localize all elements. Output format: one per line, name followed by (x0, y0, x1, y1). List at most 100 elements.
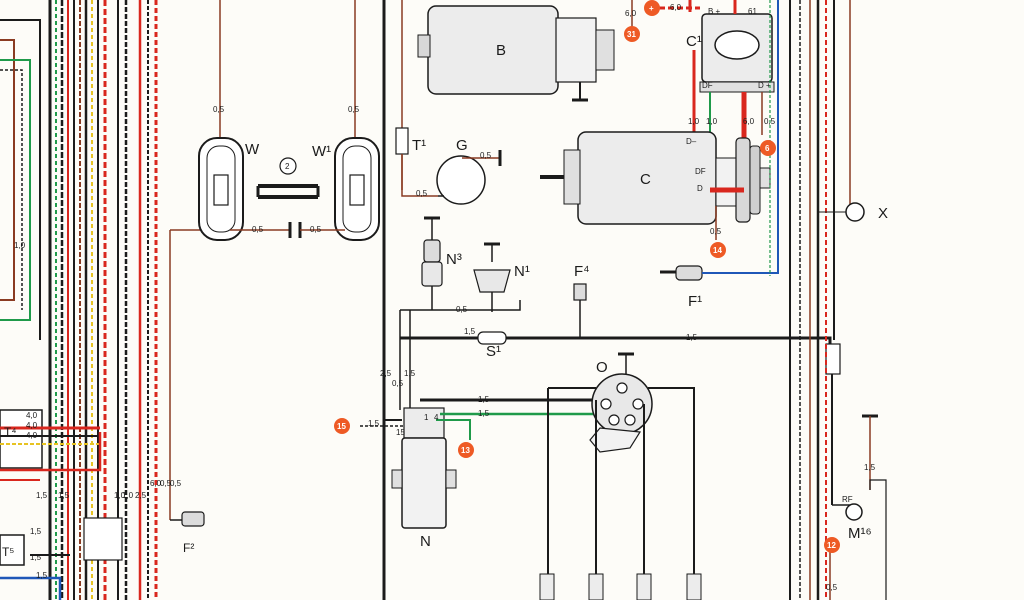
callout-31: 31 (624, 26, 640, 42)
gauge-label: 1,5 (36, 571, 48, 580)
gauge-label: 0,5 (416, 189, 428, 198)
gauge-label: 1,5 (30, 553, 42, 562)
gauge-label: 1,0 (688, 117, 700, 126)
callout-6: 6 (760, 140, 776, 156)
gauge-label: 0,5 (392, 379, 404, 388)
generator (540, 131, 771, 240)
right-labels: X M¹⁶ RF 1,5 0,5 (826, 205, 888, 592)
gauge-label: 1,5 (404, 369, 416, 378)
callout-14: 14 (710, 242, 726, 258)
label-t1: T¹ (412, 137, 426, 154)
connector-t1-and-g (395, 127, 502, 205)
gauge-label: 1,0 (122, 491, 134, 500)
terminal-b-plus: B + (708, 7, 721, 16)
label-b: B (496, 42, 506, 59)
terminal-rf: RF (842, 495, 853, 504)
label-n: N (420, 533, 431, 550)
terminal-61: 61 (748, 7, 757, 16)
gauge-label: 1,5 (686, 333, 698, 342)
gauge-label: 0,5 (213, 105, 225, 114)
carburetor-valves (400, 216, 521, 312)
callouts: 31 + 6 14 15 13 12 (334, 0, 840, 553)
label-f4: F⁴ (574, 263, 590, 280)
label-n3: N³ (446, 251, 462, 268)
gauge-label: 1,5 (478, 409, 490, 418)
terminal-15: 15 (396, 428, 405, 437)
gauge-label: 0,5 (710, 227, 722, 236)
callout-12: 12 (824, 537, 840, 553)
right-harness (789, 0, 887, 600)
coil-labels: N 15 1 4 2,5 0,5 1,5 1,5 1,5 1,5 1,5 (368, 333, 698, 550)
label-g: G (456, 137, 468, 154)
gauge-label: 0,5 (456, 305, 468, 314)
terminal-d-minus: D– (686, 137, 697, 146)
callout-number: 13 (461, 446, 470, 455)
gauge-label: 6,0 (150, 479, 162, 488)
gauge-label: 0,5 (310, 225, 322, 234)
terminal-d-c: D (697, 184, 703, 193)
gauge-label: 1,5 (36, 491, 48, 500)
gauge-label: 0,5 (826, 583, 838, 592)
callout-15: 15 (334, 418, 350, 434)
callout-2: 2 (279, 157, 297, 175)
callout-number: 31 (627, 30, 636, 39)
label-f1: F¹ (688, 293, 702, 310)
gauge-label: 1,5 (58, 491, 70, 500)
distributor (539, 352, 702, 600)
gauge-label: 2,5 (135, 491, 147, 500)
generator-labels: C D– DF D 0,5 (640, 137, 722, 236)
label-w1: W¹ (312, 143, 331, 160)
label-o: O (596, 359, 608, 376)
gauge-label: 6,0 (670, 3, 682, 12)
gauge-label: 1,0 (114, 491, 126, 500)
gauge-label: 1,0 (706, 117, 718, 126)
label-c1: C¹ (686, 33, 702, 50)
label-t5: T⁵ (2, 545, 14, 559)
starter-motor (382, 0, 615, 600)
label-s1: S¹ (486, 343, 501, 360)
gauge-label: 0,5 (160, 479, 172, 488)
label-w: W (245, 141, 260, 158)
terminal-df: DF (702, 81, 713, 90)
callout-number: + (649, 4, 654, 13)
callout-number: 12 (827, 541, 836, 550)
callout-number: 6 (765, 144, 770, 153)
gauge-label: 4,0 (26, 431, 38, 440)
terminal-d-plus: D + (758, 81, 771, 90)
gauge-label: 1,5 (864, 463, 876, 472)
gauge-label: 0,5 (170, 479, 182, 488)
callout-number: 14 (713, 246, 722, 255)
callout-13: 13 (458, 442, 474, 458)
gauge-label: 1,0 (14, 241, 26, 250)
gauge-label: 6,0 (743, 117, 755, 126)
gauge-label: 4,0 (26, 411, 38, 420)
gauge-label: 4,0 (26, 421, 38, 430)
terminal-df-c: DF (695, 167, 706, 176)
terminal-1: 1 (424, 413, 429, 422)
interior-lights (198, 0, 380, 241)
t1-g-labels: T¹ G 0,5 0,5 (412, 137, 492, 198)
callout-plus: + (644, 0, 660, 16)
label-m16: M¹⁶ (848, 525, 872, 542)
label-f2: F² (183, 541, 194, 555)
gauge-label: 1,5 (30, 527, 42, 536)
callout-number: 15 (337, 422, 346, 431)
terminal-4: 4 (434, 413, 439, 422)
left-harness-labels: 1,0 1,0 1,0 2,5 6,0 0,5 0,5 1,5 1,5 1,5 … (2, 241, 194, 580)
label-n1: N¹ (514, 263, 530, 280)
callout-number: 2 (285, 162, 290, 171)
gauge-label: 1,5 (464, 327, 476, 336)
left-harness (0, 0, 210, 600)
interior-lights-labels: W W¹ 0,5 0,5 0,5 0,5 (213, 105, 360, 234)
gauge-label: 0,5 (348, 105, 360, 114)
label-x: X (878, 205, 888, 222)
ignition-coil (360, 310, 604, 529)
gauge-label: 1,5 (368, 419, 380, 428)
sensor-labels: F¹ F⁴ S¹ 1,5 (464, 263, 702, 360)
gauge-label: 2,5 (380, 369, 392, 378)
label-t4: T⁴ (4, 425, 17, 439)
gauge-label: 0,5 (480, 151, 492, 160)
gauge-label: 1,5 (478, 395, 490, 404)
